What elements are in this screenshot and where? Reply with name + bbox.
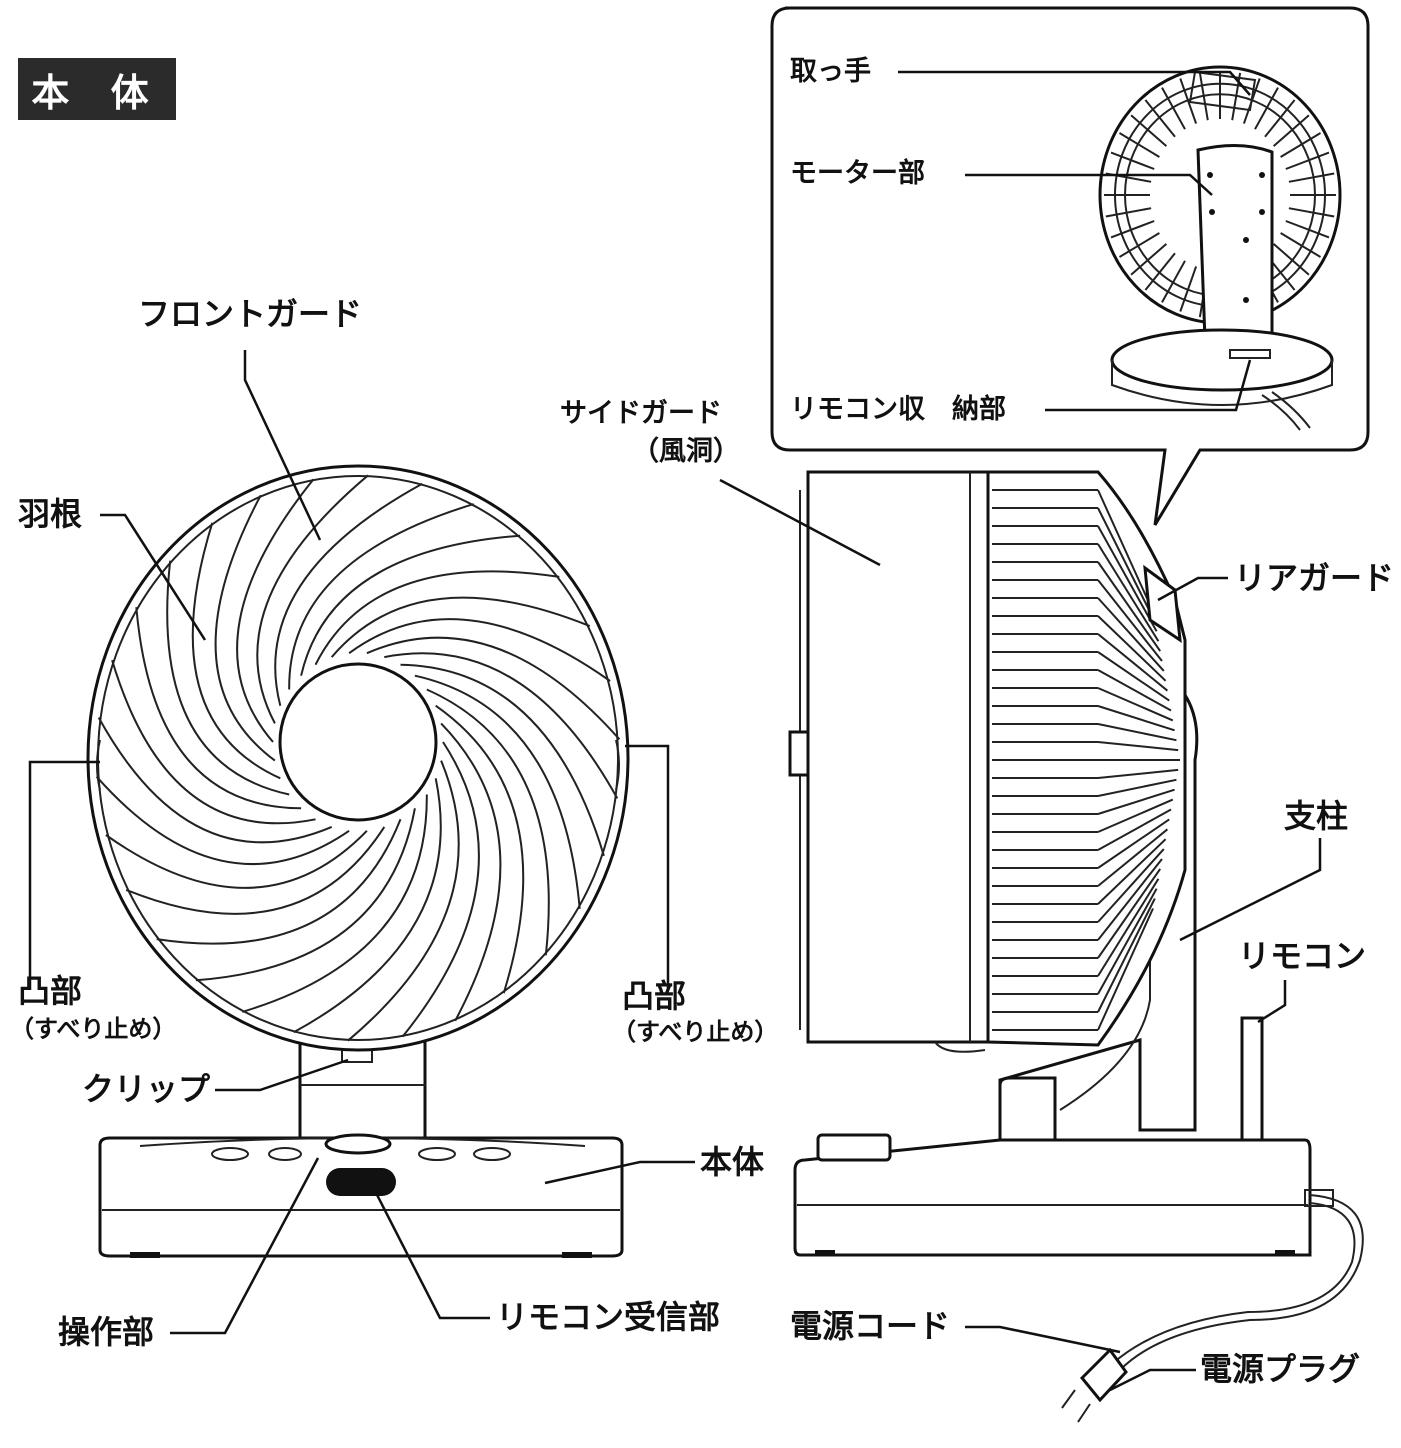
power-cord <box>1061 1189 1364 1423</box>
label-protrusion-right-sub: （すべり止め） <box>612 1018 779 1046</box>
label-body: 本体 <box>700 1143 765 1181</box>
section-title-badge: 本 体 <box>18 58 176 120</box>
label-power-cord: 電源コード <box>790 1307 951 1345</box>
label-handle: 取っ手 <box>790 56 871 87</box>
label-rear-guard: リアガード <box>1234 559 1395 597</box>
label-side-guard-sub: （風洞） <box>632 436 740 467</box>
label-remote-storage: リモコン収 納部 <box>790 394 1006 425</box>
label-remote-receiver: リモコン受信部 <box>496 1298 721 1336</box>
label-remote: リモコン <box>1238 937 1367 975</box>
label-protrusion-right: 凸部 <box>622 977 687 1015</box>
label-front-guard: フロントガード <box>138 295 363 333</box>
label-control-panel: 操作部 <box>58 1313 155 1351</box>
label-pillar: 支柱 <box>1284 797 1349 835</box>
label-protrusion-left-sub: （すべり止め） <box>10 1015 177 1043</box>
label-blade: 羽根 <box>18 495 83 533</box>
label-motor: モーター部 <box>790 158 925 189</box>
front-view-fan <box>86 464 630 1258</box>
leader-lines <box>28 70 1322 1392</box>
label-protrusion-left: 凸部 <box>18 972 83 1010</box>
label-clip: クリップ <box>82 1070 211 1108</box>
label-power-plug: 電源プラグ <box>1200 1350 1361 1388</box>
rear-view-fan <box>1098 65 1342 431</box>
label-side-guard: サイドガード <box>560 398 722 429</box>
side-view-fan <box>788 470 1312 1257</box>
